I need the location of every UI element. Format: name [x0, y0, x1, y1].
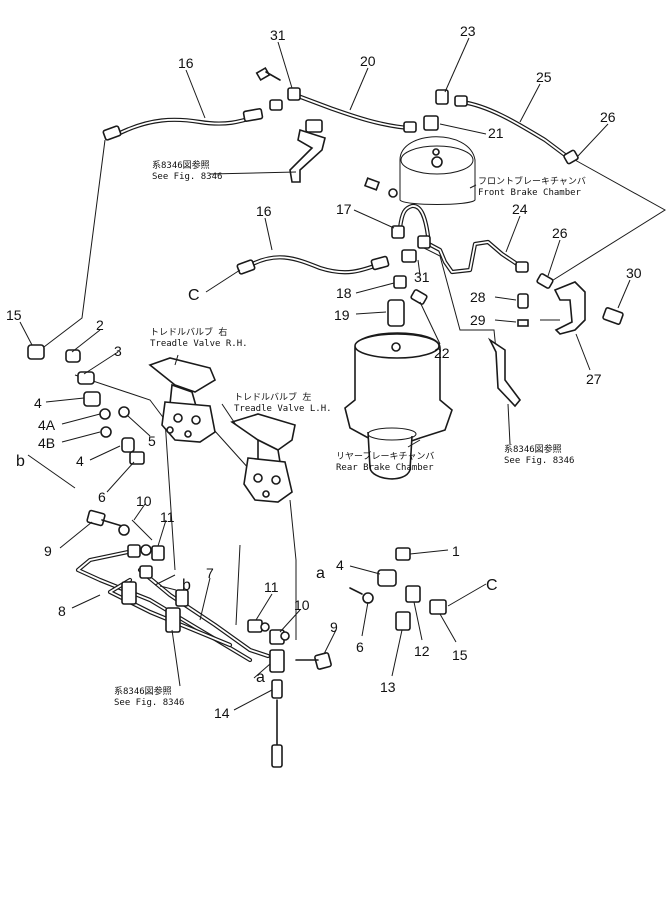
- letter-c-right: C: [486, 577, 498, 594]
- callout-20: 20: [360, 53, 376, 69]
- callout-16-lower: 16: [256, 203, 272, 219]
- callout-15-right: 15: [452, 647, 468, 663]
- callout-23: 23: [460, 23, 476, 39]
- bracket-upper: [289, 128, 326, 183]
- callout-15-left: 15: [6, 307, 22, 323]
- callout-14: 14: [214, 705, 230, 721]
- callout-4-mid: 4: [76, 453, 84, 469]
- callout-27: 27: [586, 371, 602, 387]
- tube-20: [295, 93, 413, 131]
- rear-chamber-jp: リヤーブレーキチャンバ: [336, 450, 434, 462]
- letter-a-right: a: [316, 565, 325, 582]
- callout-5: 5: [148, 433, 156, 449]
- hose-16-upper: [115, 113, 261, 137]
- front-chamber-jp: フロントブレーキチャンバ: [478, 175, 586, 187]
- callout-numbers: 16 31 20 23 25 21 26 16 17 24 26 31 30 1…: [6, 23, 642, 721]
- tube-8: [75, 549, 253, 663]
- connection-letters: C C b b a a: [16, 287, 498, 686]
- callout-10-mid: 10: [294, 597, 310, 613]
- callout-4-top: 4: [34, 395, 42, 411]
- rear-chamber-en: Rear Brake Chamber: [336, 463, 434, 473]
- see-fig-bottom-en: See Fig. 8346: [114, 698, 184, 708]
- callout-18: 18: [336, 285, 352, 301]
- callout-4-right: 4: [336, 557, 344, 573]
- callout-17: 17: [336, 201, 352, 217]
- see-fig-right-jp: 系8346図参照: [504, 443, 562, 455]
- callout-19: 19: [334, 307, 350, 323]
- tube-7: [137, 567, 271, 659]
- callout-29: 29: [470, 312, 486, 328]
- letter-b-left: b: [16, 453, 25, 470]
- callout-25: 25: [536, 69, 552, 85]
- callout-26-upper: 26: [600, 109, 616, 125]
- bracket-27: [553, 281, 586, 335]
- callout-6-right: 6: [356, 639, 364, 655]
- callout-1: 1: [452, 543, 460, 559]
- callout-4B: 4B: [38, 435, 55, 451]
- callout-9-left: 9: [44, 543, 52, 559]
- treadle-rh-en: Treadle Valve R.H.: [150, 339, 248, 349]
- tube-24: [422, 239, 523, 275]
- letter-b-lower: b: [182, 577, 191, 594]
- see-fig-bottom-jp: 系8346図参照: [114, 685, 172, 697]
- callout-31-upper: 31: [270, 27, 286, 43]
- fittings: [27, 66, 624, 768]
- callout-3: 3: [114, 343, 122, 359]
- tube-25: [459, 99, 568, 158]
- tube-17: [397, 203, 431, 239]
- callout-9-mid: 9: [330, 619, 338, 635]
- leader-lines: [19, 37, 631, 711]
- callout-24: 24: [512, 201, 528, 217]
- see-fig-top-jp: 系8346図参照: [152, 159, 210, 171]
- callout-10-left: 10: [136, 493, 152, 509]
- callout-13: 13: [380, 679, 396, 695]
- callout-30: 30: [626, 265, 642, 281]
- treadle-valve-rh: [148, 357, 217, 443]
- front-chamber-en: Front Brake Chamber: [478, 188, 582, 198]
- callout-7: 7: [206, 565, 214, 581]
- callout-8: 8: [58, 603, 66, 619]
- callout-28: 28: [470, 289, 486, 305]
- callout-6-left: 6: [98, 489, 106, 505]
- see-fig-right-en: See Fig. 8346: [504, 456, 574, 466]
- callout-12: 12: [414, 643, 430, 659]
- rear-brake-chamber: [344, 299, 453, 480]
- treadle-lh-en: Treadle Valve L.H.: [234, 404, 332, 414]
- treadle-lh-jp: トレドルバルブ 左: [234, 391, 311, 403]
- callout-2: 2: [96, 317, 104, 333]
- callout-11-mid: 11: [264, 579, 279, 595]
- callout-22: 22: [434, 345, 450, 361]
- letter-c-left: C: [188, 287, 200, 304]
- hose-16-lower: [242, 255, 388, 275]
- callout-11-left: 11: [160, 509, 175, 525]
- treadle-rh-jp: トレドルバルブ 右: [150, 326, 227, 338]
- see-fig-top-en: See Fig. 8346: [152, 172, 222, 182]
- treadle-valve-lh: [230, 413, 296, 503]
- text-labels: 系8346図参照 See Fig. 8346 フロントブレーキチャンバ Fron…: [114, 159, 586, 708]
- bracket-right: [487, 337, 522, 408]
- callout-26-lower: 26: [552, 225, 568, 241]
- front-brake-chamber: [399, 136, 476, 205]
- callout-16-upper: 16: [178, 55, 194, 71]
- routing-lines: [27, 139, 666, 640]
- callout-4A: 4A: [38, 417, 56, 433]
- callout-31-lower: 31: [414, 269, 430, 285]
- letter-a-lower: a: [256, 669, 265, 686]
- callout-21: 21: [488, 125, 504, 141]
